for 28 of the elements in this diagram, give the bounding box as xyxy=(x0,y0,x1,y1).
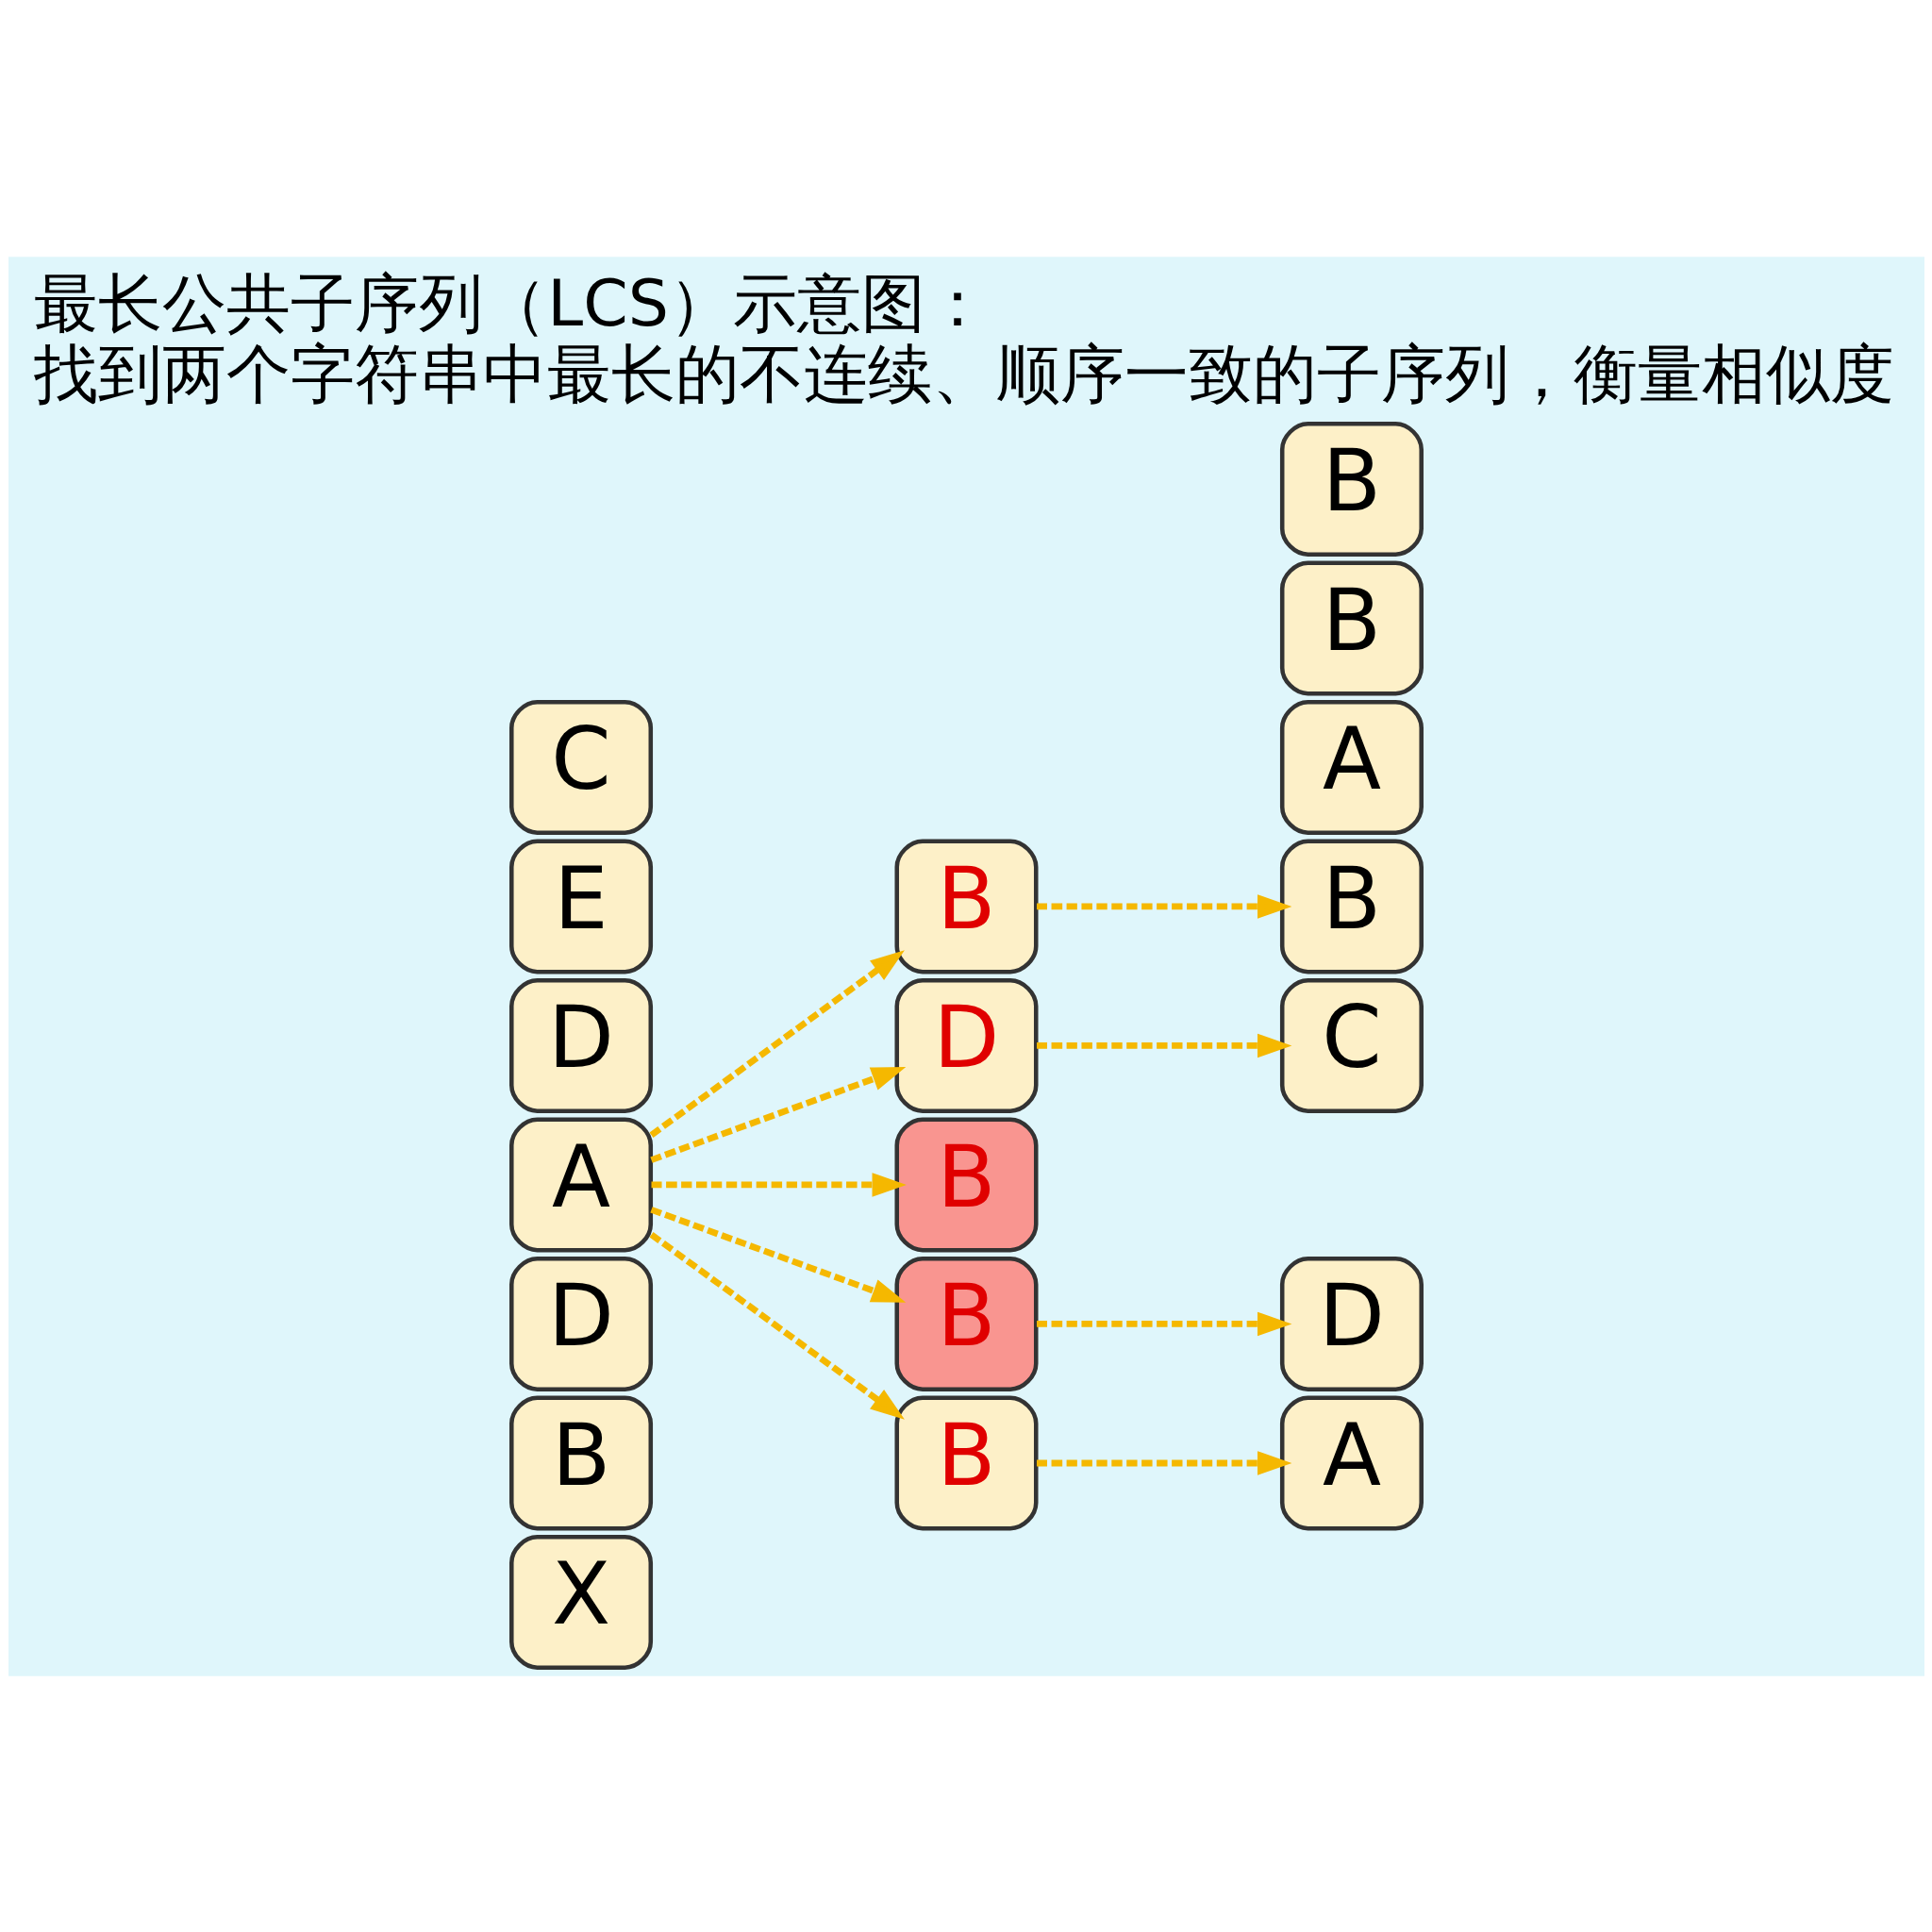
node-box: D xyxy=(894,977,1038,1113)
arrow xyxy=(651,1172,907,1197)
arrow xyxy=(1036,893,1291,919)
node-box: C xyxy=(1279,977,1424,1113)
node-box: B xyxy=(894,1117,1038,1252)
arrow xyxy=(1036,1311,1291,1336)
node-box: B xyxy=(1279,421,1424,557)
node-box: B xyxy=(894,839,1038,974)
node-box: A xyxy=(1279,699,1424,835)
arrow xyxy=(649,1231,905,1420)
arrow xyxy=(1036,1450,1291,1475)
node-box: C xyxy=(508,699,653,835)
node-box: D xyxy=(508,977,653,1113)
node-box: B xyxy=(1279,559,1424,695)
node-box: B xyxy=(894,1256,1038,1391)
node-box: B xyxy=(894,1395,1038,1530)
node-box: D xyxy=(1279,1256,1424,1391)
arrow xyxy=(649,949,905,1138)
node-box: D xyxy=(508,1256,653,1391)
arrow xyxy=(649,1206,906,1303)
arrow xyxy=(649,1066,906,1163)
node-box: B xyxy=(1279,839,1424,974)
node-box: A xyxy=(1279,1395,1424,1530)
node-box: E xyxy=(508,839,653,974)
node-box: A xyxy=(508,1117,653,1252)
node-box: X xyxy=(508,1534,653,1670)
arrow xyxy=(1036,1033,1291,1058)
node-box: B xyxy=(508,1395,653,1530)
